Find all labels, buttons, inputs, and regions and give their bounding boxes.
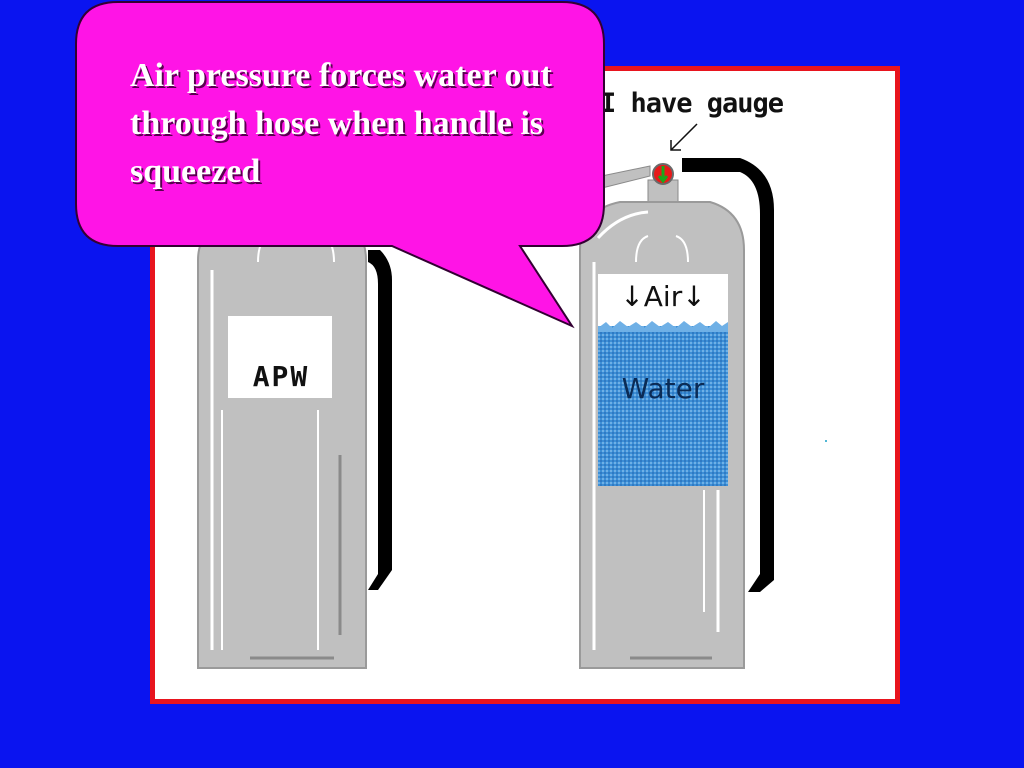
callout-text: Air pressure forces water out through ho… xyxy=(130,57,552,190)
gauge-note: I have gauge xyxy=(600,88,784,119)
left-extinguisher-label xyxy=(228,316,332,398)
water-fill xyxy=(598,326,728,486)
left-extinguisher xyxy=(197,219,392,669)
air-space xyxy=(598,274,728,328)
left-hose xyxy=(368,250,392,590)
water-label: Water xyxy=(621,372,705,405)
air-label: ↓Air↓ xyxy=(620,280,706,313)
gauge-pointer-arrow xyxy=(670,123,698,151)
right-extinguisher xyxy=(579,158,774,669)
right-hose xyxy=(682,158,774,592)
apw-label: APW xyxy=(252,360,310,393)
speech-bubble xyxy=(75,1,605,329)
